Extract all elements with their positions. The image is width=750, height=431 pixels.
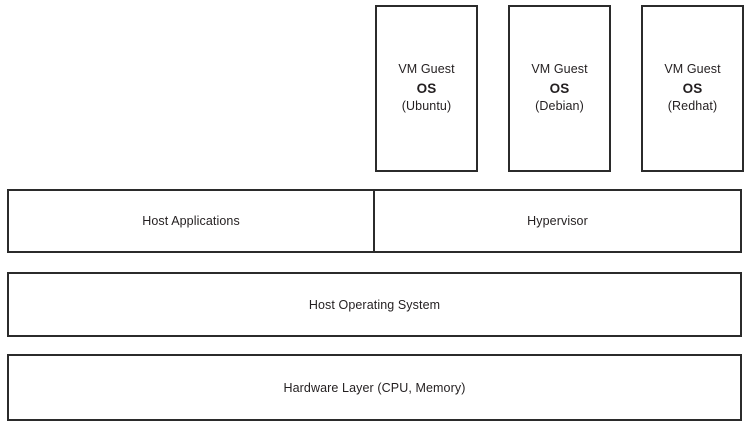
- vm-guest-os-line1-redhat: VM Guest: [664, 62, 721, 77]
- host-applications-hypervisor-row: Host Applications Hypervisor: [7, 189, 742, 253]
- vm-guest-os-line2-redhat: OS: [682, 80, 703, 96]
- vm-guest-os-line1-ubuntu: VM Guest: [398, 62, 455, 77]
- host-operating-system-row: Host Operating System: [7, 272, 742, 337]
- host-applications-label: Host Applications: [142, 214, 240, 228]
- vm-guest-os-line1-debian: VM Guest: [531, 62, 588, 77]
- vm-guest-os-line2-ubuntu: OS: [416, 80, 437, 96]
- host-applications-cell: Host Applications: [9, 191, 375, 251]
- vm-guest-os-box-ubuntu: VM Guest OS (Ubuntu): [375, 5, 478, 172]
- vm-guest-os-line2-debian: OS: [549, 80, 570, 96]
- vm-guest-os-label-ubuntu: VM Guest OS (Ubuntu): [398, 61, 454, 116]
- hardware-layer-row: Hardware Layer (CPU, Memory): [7, 354, 742, 421]
- hypervisor-label: Hypervisor: [527, 214, 588, 228]
- vm-guest-os-line3-redhat: (Redhat): [667, 99, 718, 114]
- host-operating-system-label: Host Operating System: [308, 297, 441, 312]
- hypervisor-cell: Hypervisor: [375, 191, 740, 251]
- vm-guest-os-box-debian: VM Guest OS (Debian): [508, 5, 611, 172]
- vm-guest-os-line3-ubuntu: (Ubuntu): [401, 99, 452, 114]
- vm-guest-os-line3-debian: (Debian): [535, 99, 584, 114]
- vm-guest-os-label-debian: VM Guest OS (Debian): [531, 61, 587, 116]
- hardware-layer-label: Hardware Layer (CPU, Memory): [283, 380, 466, 395]
- vm-guest-os-box-redhat: VM Guest OS (Redhat): [641, 5, 744, 172]
- vm-guest-os-label-redhat: VM Guest OS (Redhat): [664, 61, 720, 116]
